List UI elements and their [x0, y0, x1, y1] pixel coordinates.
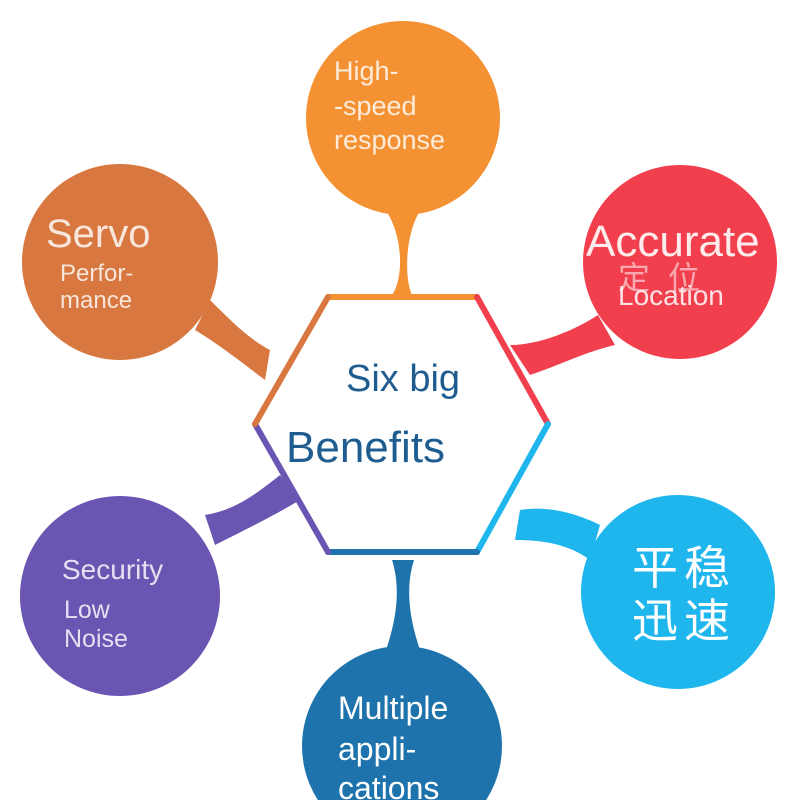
high-speed-line2: -speed: [334, 91, 417, 121]
security-line3: Noise: [64, 625, 128, 653]
petal-security: [20, 496, 220, 696]
connector-stable: [515, 508, 600, 560]
hexagon-fill: [259, 300, 544, 549]
center-title-line2: Benefits: [286, 423, 445, 472]
servo-line3: mance: [60, 287, 133, 314]
accurate-line3: Location: [618, 280, 724, 311]
petal-high-speed: [306, 21, 500, 215]
high-speed-line3: response: [334, 125, 446, 155]
connector-servo: [195, 300, 270, 380]
accurate-line2-cn: 定位: [618, 260, 719, 296]
petal-multiple: [302, 646, 502, 806]
connector-high-speed: [387, 212, 419, 295]
center-title-line1: Six big: [346, 358, 461, 400]
petal-stable: [581, 495, 775, 689]
connector-accurate: [510, 315, 615, 375]
hexagon-border: [252, 294, 551, 555]
petal-accurate: [583, 165, 777, 359]
accurate-line1: Accurate: [586, 217, 760, 266]
stable-line1-cn: 平稳: [632, 542, 736, 594]
multiple-line3: cations: [338, 770, 440, 806]
connector-security: [205, 475, 300, 545]
servo-line1: Servo: [46, 212, 151, 256]
stable-line2-cn: 迅速: [632, 595, 736, 647]
multiple-line2: appli-: [338, 731, 417, 767]
high-speed-line1: High-: [334, 56, 399, 86]
multiple-line1: Multiple: [338, 690, 449, 726]
servo-line2: Perfor-: [60, 260, 134, 287]
connector-multiple: [386, 560, 420, 650]
security-line1: Security: [62, 554, 164, 585]
petal-servo: [22, 164, 218, 360]
security-line2: Low: [64, 596, 110, 624]
